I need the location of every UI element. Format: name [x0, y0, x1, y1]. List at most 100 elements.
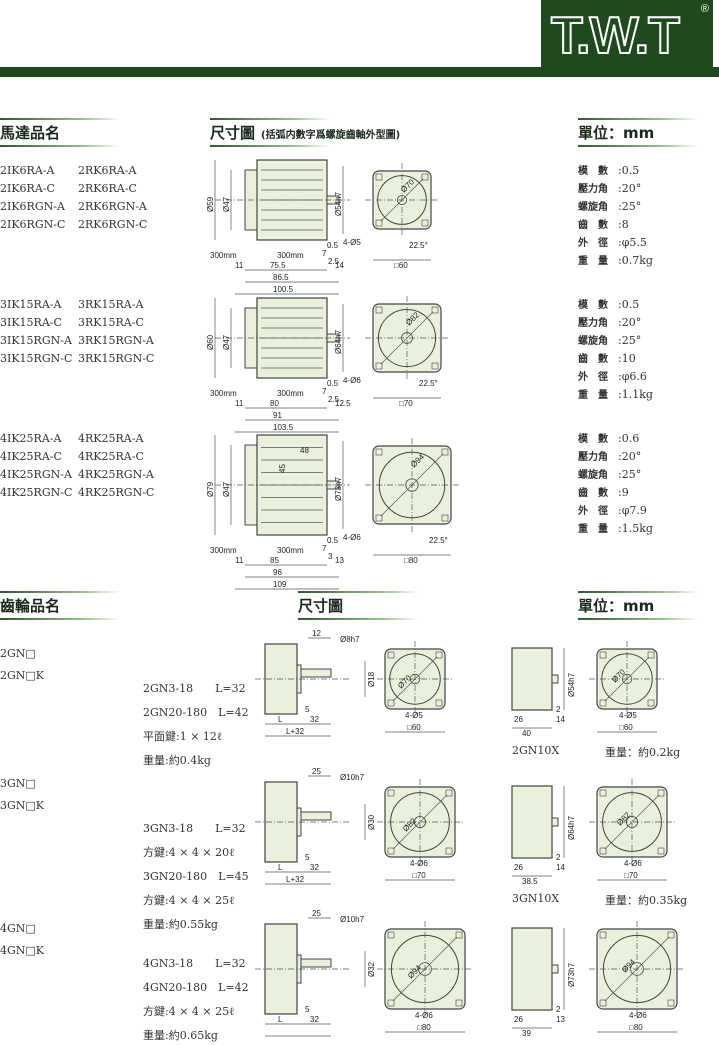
spec-label: 外 徑 — [578, 238, 608, 249]
dimension-label: 25 — [312, 767, 321, 776]
dimension-label: 4-Ø6 — [629, 1011, 647, 1020]
mounting-hole-icon — [599, 931, 607, 939]
spec-label: 壓力角 — [578, 318, 608, 329]
motor-name-header: 馬達品名 — [0, 118, 130, 147]
model-name: 2RK6RGN-A — [78, 200, 147, 213]
dimension-label: 25 — [312, 909, 321, 918]
header-text: 尺寸圖 — [298, 597, 344, 615]
gear-spec-line: 方鍵:4 × 4 × 25ℓ — [143, 894, 235, 907]
dimension-label: 4-Ø6 — [624, 859, 642, 868]
header-note: (括弧内數字爲螺旋齒軸外型圖) — [261, 130, 401, 141]
mounting-hole-icon — [375, 219, 383, 227]
header-text: 單位：mm — [578, 124, 655, 142]
dimension-line — [380, 178, 424, 222]
dimension-label: 2.5 — [328, 395, 340, 404]
spec-value: 20° — [621, 450, 642, 463]
dimension-label: Ø47 — [222, 196, 231, 212]
dimension-label: Ø64h7 — [567, 815, 576, 840]
dimension-label: 85 — [270, 556, 279, 565]
dimension-label: 14 — [556, 863, 565, 872]
dimension-line — [604, 936, 670, 1002]
spec-value: 25° — [621, 334, 642, 347]
gear-spec-line: 平面鍵:1 × 12ℓ — [143, 730, 223, 743]
gear-spec-line: 方鍵:4 × 4 × 20ℓ — [143, 846, 235, 859]
dimension-label: □60 — [619, 723, 633, 732]
dimension-label: 48 — [300, 446, 309, 455]
dimension-label: Ø79 — [206, 481, 215, 497]
mounting-hole-icon — [455, 999, 463, 1007]
mounting-hole-icon — [375, 448, 383, 456]
mounting-hole-icon — [387, 651, 395, 659]
mounting-hole-icon — [375, 514, 383, 522]
mounting-hole-icon — [421, 219, 429, 227]
spec-row: 模 數:0.5 — [578, 296, 639, 315]
gear-model-name: 3GN□K — [0, 799, 45, 812]
spec-sep: : — [618, 468, 622, 481]
spec-row: 模 數:0.6 — [578, 430, 639, 449]
spec-sep: : — [618, 218, 622, 231]
dimension-label: 5 — [305, 705, 310, 714]
dimension-label: 109 — [273, 580, 287, 589]
dimension-label: 91 — [273, 411, 282, 420]
header-text: 尺寸圖 — [210, 124, 256, 142]
dimension-label: Ø59 — [206, 196, 215, 212]
dimension-label: L+32 — [286, 875, 305, 884]
spec-row: 壓力角:20° — [578, 180, 641, 199]
dimension-label: 22.5° — [429, 536, 448, 545]
model-name: 2RK6RGN-C — [78, 218, 148, 231]
mounting-hole-icon — [647, 651, 655, 659]
dimension-label: 7 — [322, 249, 327, 258]
gear-dim-header: 尺寸圖 — [298, 591, 418, 620]
dimension-label: 39 — [522, 1029, 531, 1038]
dimension-label: 32 — [310, 715, 319, 724]
dimension-label: 13 — [335, 556, 344, 565]
spec-sep: : — [618, 352, 622, 365]
spec-row: 模 數:0.5 — [578, 162, 639, 181]
mounting-hole-icon — [599, 699, 607, 707]
mounting-hole-icon — [445, 847, 453, 855]
dimension-label: 2 — [556, 853, 561, 862]
spec-row: 齒 數:8 — [578, 216, 629, 235]
dimension-label: 2 — [556, 1005, 561, 1014]
spec-label: 重 量 — [578, 390, 608, 401]
dimension-label: 4-Ø5 — [343, 238, 361, 247]
spec-value: 0.7kg — [621, 254, 653, 267]
dimension-label: 300mm — [210, 251, 237, 260]
decimal-model-caption: 3GN10X — [512, 892, 560, 905]
gear-spec-line: 重量:約0.4kg — [143, 754, 211, 767]
dimension-label: Ø32 — [367, 961, 376, 977]
gear-unit-header: 單位：mm — [578, 591, 708, 620]
gear-model-name: 3GN□ — [0, 777, 36, 790]
registered-mark: ® — [700, 3, 709, 15]
gear-spec-line: 重量:約0.55kg — [143, 918, 218, 931]
spec-row: 重 量:1.5kg — [578, 520, 653, 539]
dimension-label: L+32 — [286, 727, 305, 736]
mounting-hole-icon — [599, 847, 607, 855]
dimension-label: Ø54h7 — [567, 672, 576, 697]
dimension-label: 300mm — [210, 389, 237, 398]
spec-sep: : — [618, 164, 622, 177]
mounting-hole-icon — [387, 931, 395, 939]
model-name: 3IK15RGN-A — [0, 334, 72, 347]
dimension-label: Ø60 — [206, 334, 215, 350]
gear-spec-line: 方鍵:4 × 4 × 25ℓ — [143, 1005, 235, 1018]
model-name: 3RK15RGN-C — [78, 352, 155, 365]
spec-value: 1.5kg — [621, 522, 653, 535]
decimal-gearhead-body — [511, 647, 553, 711]
mounting-hole-icon — [657, 847, 665, 855]
spec-label: 齒 數 — [578, 354, 608, 365]
spec-row: 齒 數:9 — [578, 484, 629, 503]
dimension-label: 86.5 — [273, 273, 289, 282]
decimal-weight-caption: 重量：約0.2kg — [605, 746, 681, 759]
dimension-label: 26 — [514, 1015, 523, 1024]
dimension-label: 22.5° — [419, 379, 438, 388]
dimension-label: 300mm — [277, 546, 304, 555]
dimension-label: 4-Ø6 — [343, 533, 361, 542]
mounting-hole-icon — [657, 789, 665, 797]
model-name: 2IK6RGN-A — [0, 200, 65, 213]
mounting-hole-icon — [647, 699, 655, 707]
gear-spec-line: 重量:約0.65kg — [143, 1029, 218, 1042]
